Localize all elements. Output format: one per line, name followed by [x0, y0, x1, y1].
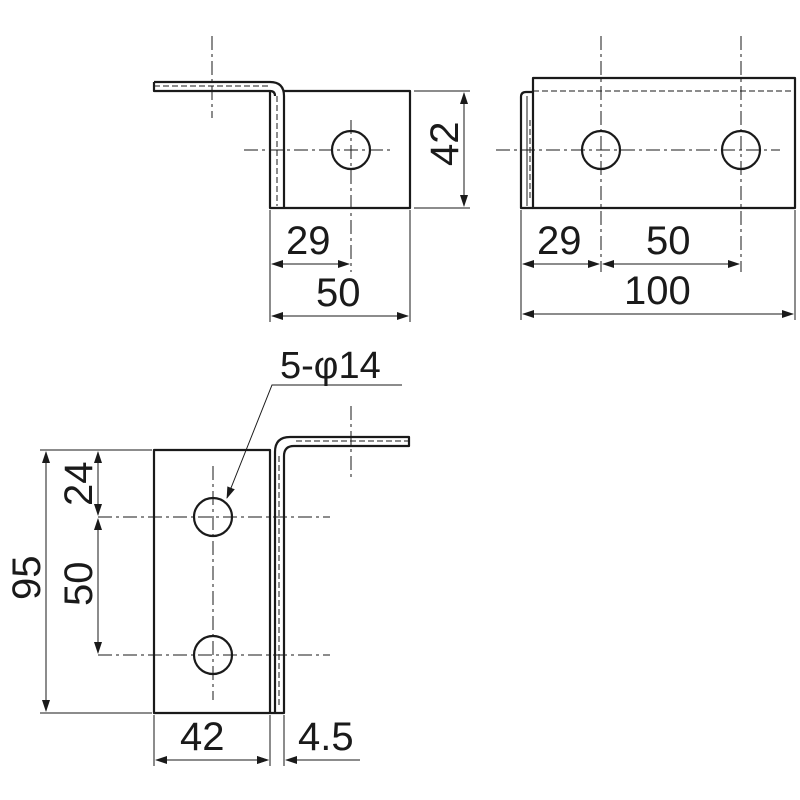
- hole-callout-symbol: φ: [314, 345, 339, 387]
- bottom-top-offset-label: 24: [57, 462, 101, 507]
- top-left-width-label: 50: [316, 271, 361, 315]
- top-right-hole-spacing-label: 50: [646, 219, 691, 263]
- top-left-face-outline: [268, 89, 412, 210]
- bottom-hole-spacing-label: 50: [57, 562, 101, 607]
- top-left-height-label: 42: [423, 122, 467, 167]
- hole-callout-leader: [226, 384, 402, 499]
- top-right-length-label: 100: [624, 269, 691, 313]
- bottom-width-label: 42: [180, 715, 225, 759]
- hole-callout-value: 14: [338, 345, 380, 387]
- bottom-thickness-label: 4.5: [298, 715, 354, 759]
- bottom-view: 24 50 95 42 4.5 5-φ14: [5, 345, 411, 766]
- bottom-face-outline: [152, 448, 272, 715]
- bottom-flange-outline: [270, 435, 411, 715]
- top-right-flange-outline: [519, 90, 533, 210]
- top-left-view: 42 29 50: [152, 36, 470, 322]
- top-right-view: 29 50 100: [496, 36, 797, 320]
- top-right-hole-offset-label: 29: [537, 219, 582, 263]
- hole-callout-prefix: 5-: [280, 345, 314, 387]
- hole-callout-label: 5-φ14: [280, 345, 381, 387]
- top-left-flange-outline: [152, 80, 286, 208]
- top-left-hole-offset-label: 29: [286, 219, 331, 263]
- top-right-plate-outline: [531, 76, 797, 210]
- bottom-total-height-label: 95: [5, 556, 49, 601]
